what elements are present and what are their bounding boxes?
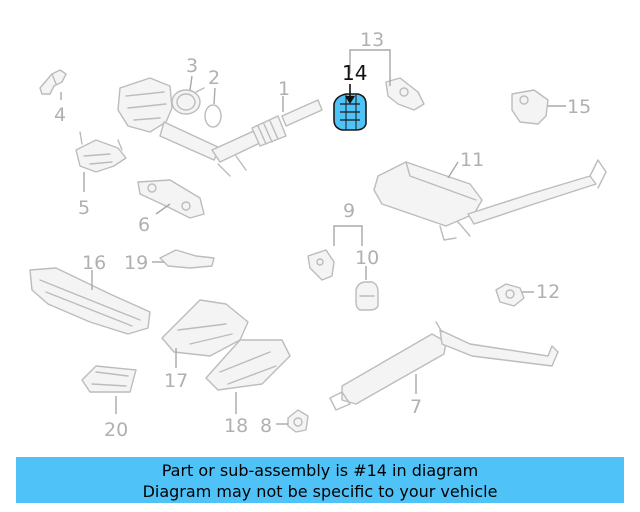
callout-20: 20 bbox=[104, 419, 128, 441]
callout-15: 15 bbox=[567, 96, 591, 118]
callout-18: 18 bbox=[224, 415, 248, 437]
info-banner: Part or sub-assembly is #14 in diagram D… bbox=[16, 457, 624, 503]
part-4-bracket bbox=[39, 69, 67, 95]
callout-13: 13 bbox=[360, 29, 384, 51]
callout-7: 7 bbox=[410, 396, 422, 418]
callout-11: 11 bbox=[460, 149, 484, 171]
part-17-heat-shield bbox=[161, 299, 249, 357]
callout-5: 5 bbox=[78, 197, 90, 219]
part-15-mount bbox=[511, 89, 549, 125]
part-20-plate bbox=[81, 365, 137, 393]
callout-9: 9 bbox=[343, 200, 355, 222]
part-2-gasket bbox=[204, 104, 222, 128]
part-10-rubber-hanger bbox=[355, 281, 379, 311]
part-18-heat-shield bbox=[205, 339, 291, 391]
callout-12: 12 bbox=[536, 281, 560, 303]
callout-17: 17 bbox=[164, 370, 188, 392]
banner-line-disclaimer: Diagram may not be specific to your vehi… bbox=[142, 482, 498, 501]
part-13-hanger-bracket bbox=[385, 77, 425, 111]
banner-line-part: Part or sub-assembly is #14 in diagram bbox=[161, 461, 479, 480]
part-12-clamp bbox=[495, 283, 525, 307]
part-1-front-pipe bbox=[211, 99, 323, 177]
catalytic-converter bbox=[117, 77, 221, 161]
part-7-center-muffler bbox=[329, 321, 559, 411]
callout-3: 3 bbox=[186, 55, 198, 77]
part-8-clamp bbox=[287, 409, 309, 433]
callout-14: 14 bbox=[342, 61, 367, 85]
part-16-heat-shield bbox=[29, 267, 151, 335]
part-19-bracket bbox=[159, 249, 215, 269]
callout-1: 1 bbox=[278, 78, 290, 100]
part-6-gasket bbox=[137, 179, 205, 219]
parts-diagram: 1 2 3 4 5 6 7 8 9 10 11 12 13 14 15 16 1… bbox=[29, 29, 607, 441]
part-3-clamp bbox=[171, 87, 205, 115]
part-14-rubber-hanger bbox=[333, 93, 367, 131]
callout-10: 10 bbox=[355, 247, 379, 269]
part-11-rear-muffler bbox=[373, 159, 607, 241]
callout-8: 8 bbox=[260, 415, 272, 437]
callout-19: 19 bbox=[124, 252, 148, 274]
callout-16: 16 bbox=[82, 252, 106, 274]
callout-4: 4 bbox=[54, 104, 66, 126]
part-9-bracket bbox=[307, 249, 335, 281]
callout-6: 6 bbox=[138, 214, 150, 236]
part-5-bracket bbox=[75, 131, 127, 173]
callout-2: 2 bbox=[208, 67, 220, 89]
